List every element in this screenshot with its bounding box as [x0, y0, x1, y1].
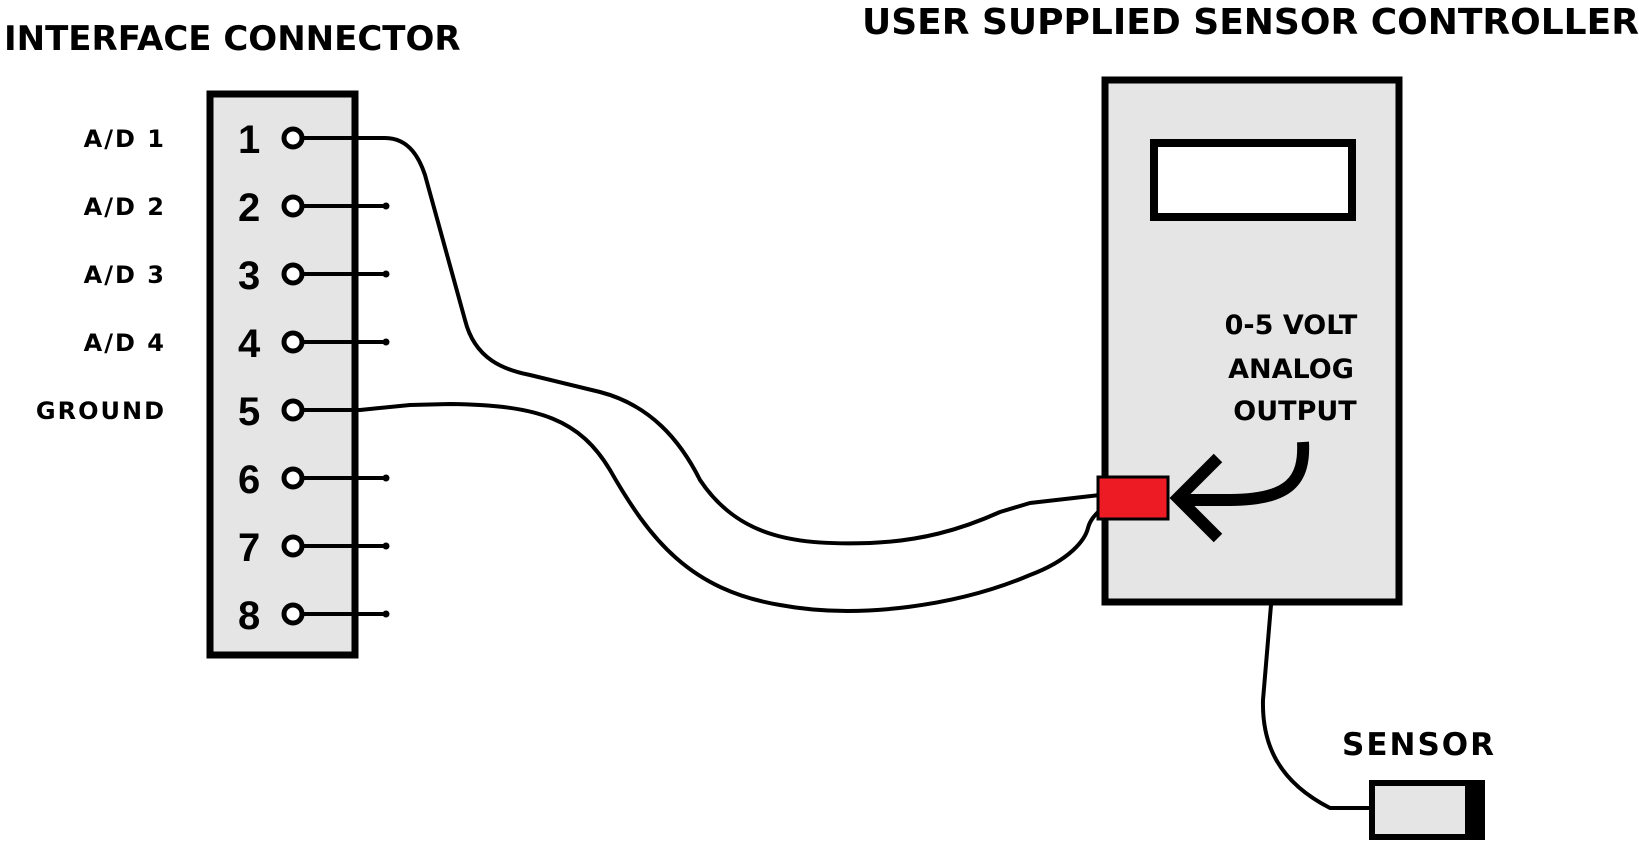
connector-pin-5[interactable]: GROUND 5: [36, 390, 305, 434]
pin-lead-end-dot: [382, 270, 390, 278]
output-label-line-3: OUTPUT: [1233, 396, 1357, 427]
pin-label: A/D 4: [84, 329, 166, 357]
pin-terminal-icon[interactable]: [281, 602, 305, 626]
pin-terminal-icon[interactable]: [281, 330, 305, 354]
pin-lead-end-dot: [382, 338, 390, 346]
connector-pin-1[interactable]: A/D 1 1: [84, 118, 305, 162]
sensor-label: SENSOR: [1342, 727, 1496, 763]
interface-connector-body: [206, 90, 359, 659]
pin-terminal-icon[interactable]: [281, 398, 305, 422]
pin-number: 4: [238, 322, 261, 366]
connector-pin-4[interactable]: A/D 4 4: [84, 322, 390, 366]
pin-number: 8: [238, 594, 260, 638]
pin-number: 3: [238, 254, 260, 298]
output-label-line-1: 0-5 VOLT: [1225, 310, 1358, 341]
pin-number: 5: [238, 390, 260, 434]
wire-pin5-ground: [300, 402, 1102, 613]
pin-lead-end-dot: [382, 202, 390, 210]
pin-lead-end-dot: [382, 474, 390, 482]
connector-pin-8[interactable]: 8: [238, 594, 390, 638]
wire-sensor-cable: [1260, 603, 1372, 810]
connector-pin-7[interactable]: 7: [238, 526, 390, 570]
pin-number: 2: [238, 186, 260, 230]
wire-pin1-signal: [300, 136, 1102, 546]
pin-terminal-icon[interactable]: [281, 534, 305, 558]
connector-pin-6[interactable]: 6: [238, 458, 390, 502]
output-label-line-2: ANALOG: [1228, 354, 1354, 385]
pin-label: GROUND: [36, 397, 166, 425]
interface-connector-title: INTERFACE CONNECTOR: [4, 19, 461, 59]
pin-terminal-icon[interactable]: [281, 194, 305, 218]
pin-terminal-icon[interactable]: [281, 466, 305, 490]
connector-pin-3[interactable]: A/D 3 3: [84, 254, 390, 298]
controller-title: USER SUPPLIED SENSOR CONTROLLER: [862, 2, 1639, 43]
pin-lead-end-dot: [382, 542, 390, 550]
pin-terminal-icon[interactable]: [281, 126, 305, 150]
pin-lead-end-dot: [382, 610, 390, 618]
analog-output-port[interactable]: [1096, 475, 1170, 521]
sensor-icon: [1369, 780, 1485, 840]
pin-label: A/D 2: [84, 193, 166, 221]
pin-label: A/D 3: [84, 261, 166, 289]
curved-arrow-icon: [1169, 441, 1310, 543]
controller-display: [1150, 139, 1356, 221]
pin-terminal-icon[interactable]: [281, 262, 305, 286]
pin-number: 6: [238, 458, 260, 502]
connector-pin-2[interactable]: A/D 2 2: [84, 186, 390, 230]
pin-number: 7: [238, 526, 260, 570]
pin-label: A/D 1: [84, 125, 166, 153]
pin-number: 1: [238, 118, 260, 162]
